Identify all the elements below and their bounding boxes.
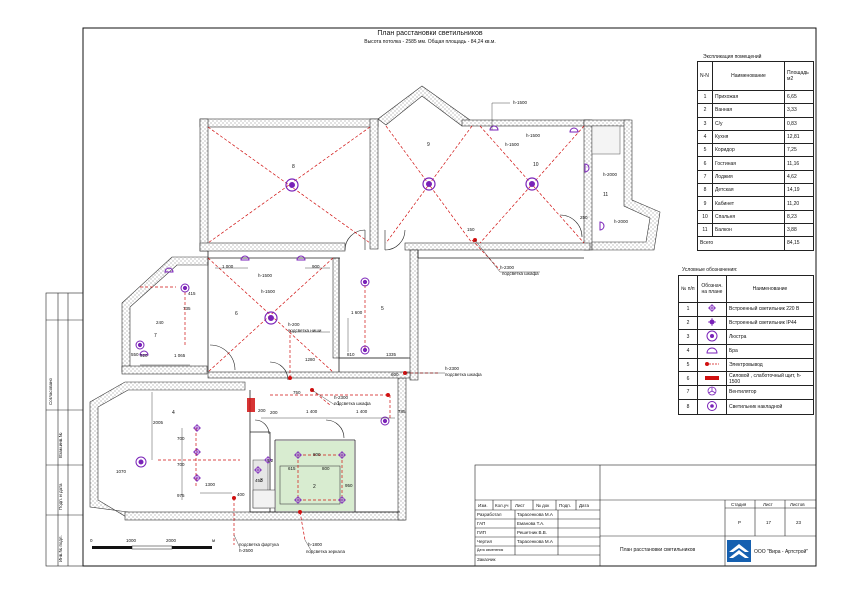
side-label-inv: Инв.№ подл. [58, 535, 63, 562]
room-2-number: 2 [313, 484, 316, 490]
chandelier-icon [422, 177, 436, 191]
page-title: План расстановки светильников [377, 30, 483, 37]
overhead-icon [380, 416, 390, 426]
chandelier-icon [285, 178, 299, 192]
recessed-icon [254, 466, 262, 474]
sconce-icon [599, 221, 605, 231]
legend-title: Условные обозначения: [682, 267, 738, 273]
overhead-icon [360, 277, 370, 287]
fan-icon [707, 386, 717, 398]
walls [89, 85, 661, 521]
room-11-number: 11 [603, 192, 609, 198]
recessed-icon [193, 448, 201, 456]
room-5-number: 5 [381, 306, 384, 312]
stamp-lines [474, 464, 817, 567]
room-7-number: 7 [154, 333, 157, 339]
recessed-icon [193, 474, 201, 482]
sconce-icon [296, 255, 306, 261]
explication-total-value: 84,15 [784, 236, 814, 251]
panel-icon [247, 398, 255, 412]
overhead-icon [706, 400, 718, 414]
page-subtitle: Высота потолка - 2585 мм. Общая площадь … [364, 39, 496, 45]
recessed-ip44-icon [294, 496, 302, 504]
sconce-icon [164, 267, 174, 273]
doors [209, 214, 583, 439]
sconce-icon [489, 125, 499, 131]
wire-icon [704, 362, 720, 369]
overhead-icon [135, 340, 145, 350]
recessed-ip44-icon [294, 451, 302, 459]
room-6-number: 6 [235, 311, 238, 317]
side-label-date: Подп. и дата [58, 483, 63, 510]
company-name: ООО "Вира - Артстрой" [754, 549, 809, 555]
scale-bar [92, 545, 212, 550]
sconce-icon [139, 350, 149, 356]
room-1-number: 1 [337, 401, 340, 407]
sconce-icon [569, 127, 579, 133]
chandelier-icon [706, 330, 718, 344]
recessed-icon [193, 424, 201, 432]
recessed-icon [707, 304, 717, 315]
drawing-title: План расстановки светильников [620, 547, 696, 553]
recessed-icon [264, 456, 272, 464]
recessed-ip44-icon [707, 317, 717, 329]
explication-total-label: Всего [697, 236, 785, 251]
chandelier-icon [264, 311, 278, 325]
room-4-number: 4 [172, 410, 175, 416]
sconce-icon [240, 255, 250, 261]
recessed-ip44-icon [338, 496, 346, 504]
chandelier-icon [525, 177, 539, 191]
room-9-number: 9 [427, 142, 430, 148]
room-8-number: 8 [292, 164, 295, 170]
overhead-icon [180, 283, 190, 293]
side-label-approved: Согласовано [48, 377, 53, 405]
explication-title: Экспликация помещений [703, 54, 762, 60]
overhead-icon [135, 456, 147, 468]
sconce-icon [584, 163, 590, 173]
overhead-icon [360, 345, 370, 355]
room-10-number: 10 [533, 162, 539, 168]
panel-icon [704, 375, 720, 383]
recessed-ip44-icon [338, 451, 346, 459]
side-label-replace: Взам.инв.№ [58, 432, 63, 458]
company-logo-icon [727, 540, 751, 562]
lamps [135, 125, 605, 504]
room-3-number: 3 [260, 478, 263, 484]
side-strip [45, 292, 84, 567]
sconce-icon [705, 348, 719, 356]
